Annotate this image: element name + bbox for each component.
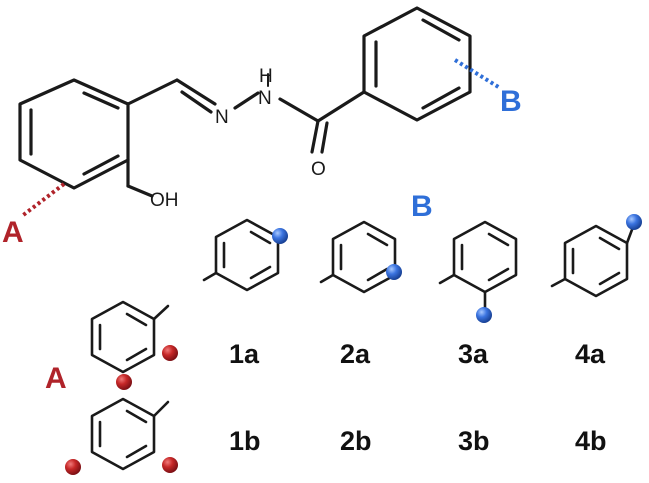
b-site-marker-3 — [476, 307, 492, 323]
compound-label-4b: 4b — [575, 426, 607, 456]
b-site-marker-2 — [386, 264, 402, 280]
compound-label-3b: 3b — [458, 426, 490, 456]
compound-label-3a: 3a — [458, 339, 489, 369]
bond-ch-n-2 — [180, 90, 213, 114]
compound-grid: 1a 2a 3a 4a 1b 2b 3b 4b — [229, 339, 607, 456]
a-site-marker-2a — [162, 457, 178, 473]
bond-n-n — [233, 91, 260, 110]
bond-ring-ch — [126, 78, 179, 106]
a-substituent-1 — [90, 300, 178, 390]
bond-ch-n-1 — [175, 78, 217, 106]
imine-nitrogen: N — [215, 107, 229, 128]
site-a-label: A — [2, 216, 24, 249]
a-site-marker-1a — [162, 345, 178, 361]
compound-label-1b: 1b — [229, 426, 261, 456]
b-site-marker-1 — [272, 228, 288, 244]
b-substituent-4 — [550, 214, 642, 298]
amide-hydrogen: H — [259, 66, 273, 87]
bond-co-1 — [310, 119, 320, 154]
amide-nitrogen: N — [258, 88, 272, 109]
site-b-label: B — [500, 85, 522, 118]
bond-oh — [126, 184, 154, 198]
right-ring — [362, 6, 472, 122]
hydroxyl-group: OH — [150, 190, 179, 211]
b-column-header: B — [411, 190, 433, 223]
a-substituent-2 — [65, 397, 178, 475]
b-substituent-2 — [319, 220, 402, 294]
b-substituent-1 — [202, 218, 288, 292]
main-molecule: N N H O OH A B — [2, 6, 522, 249]
a-site-marker-1b — [116, 374, 132, 390]
compound-label-1a: 1a — [229, 339, 260, 369]
site-b-dotted-bond — [453, 58, 502, 90]
bond-co-2 — [320, 121, 329, 154]
left-ring — [18, 78, 130, 190]
bond-c-ring — [316, 90, 366, 123]
a-site-marker-2b — [65, 459, 81, 475]
b-site-marker-4 — [626, 214, 642, 230]
compound-label-2a: 2a — [340, 339, 371, 369]
b-substituent-3 — [438, 220, 518, 323]
compound-label-4a: 4a — [575, 339, 606, 369]
bond-n-c — [278, 97, 320, 123]
a-row-header: A — [45, 362, 67, 395]
compound-label-2b: 2b — [340, 426, 372, 456]
carbonyl-oxygen: O — [311, 159, 326, 180]
site-a-dotted-bond — [20, 182, 66, 218]
